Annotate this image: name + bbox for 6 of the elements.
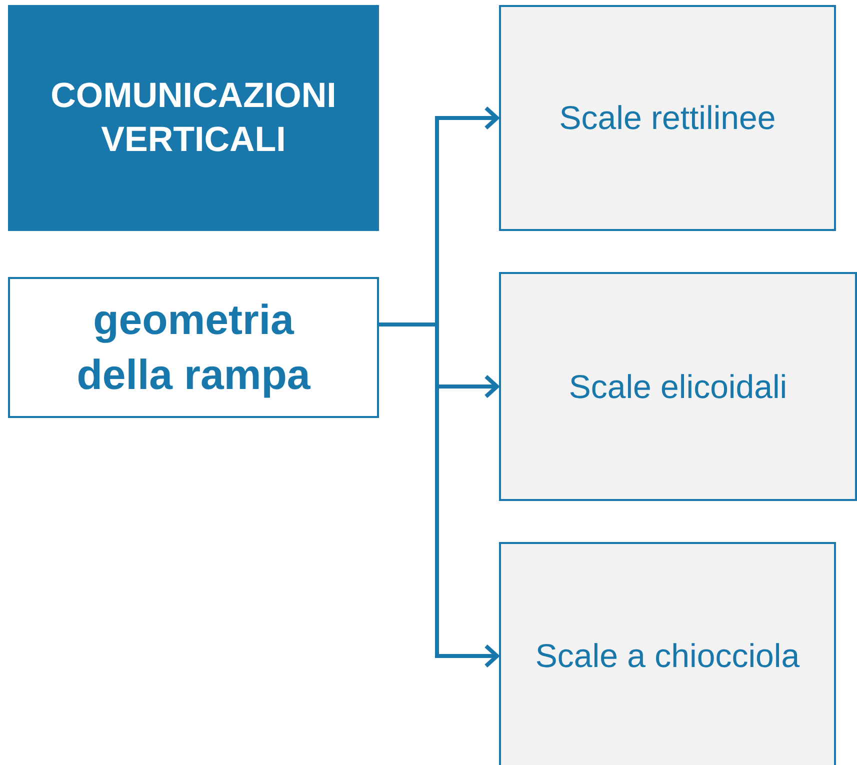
category-box: Scale rettilinee — [499, 5, 836, 231]
source-box: geometria della rampa — [8, 277, 379, 418]
arrow — [379, 322, 499, 668]
category-box: Scale a chiocciola — [499, 542, 836, 765]
title-box: COMUNICAZIONI VERTICALI — [8, 5, 379, 231]
category-box: Scale elicoidali — [499, 272, 857, 501]
